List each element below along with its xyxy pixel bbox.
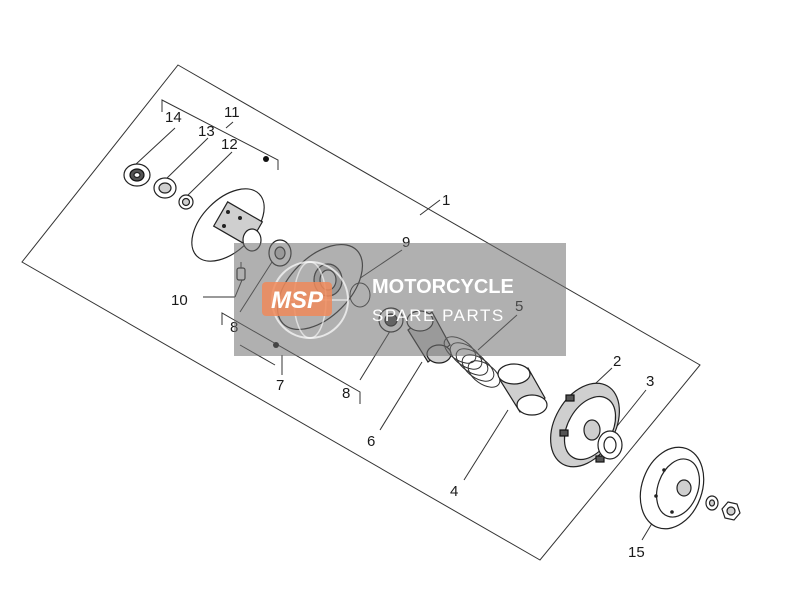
- watermark-line1: MOTORCYCLE: [372, 276, 514, 298]
- callout-10: 10: [171, 292, 188, 309]
- part-2-clutch: [550, 382, 620, 468]
- part-washer: [705, 495, 719, 511]
- callout-6: 6: [367, 433, 375, 450]
- part-12-bushing: [178, 194, 194, 210]
- callout-4: 4: [450, 483, 458, 500]
- callout-2: 2: [613, 353, 621, 370]
- part-13-bearing: [153, 177, 177, 199]
- marker-dot-upper: [263, 156, 269, 162]
- callout-12: 12: [221, 136, 238, 153]
- callout-9: 9: [402, 234, 410, 251]
- watermark-line2: SPARE PARTS: [372, 306, 505, 325]
- callout-1: 1: [442, 192, 450, 209]
- part-4-spring-cup: [497, 363, 548, 416]
- part-14-bearing: [123, 163, 151, 187]
- callout-3: 3: [646, 373, 654, 390]
- callout-13: 13: [198, 123, 215, 140]
- callout-11: 11: [224, 104, 240, 121]
- part-15-clutch-bell: [639, 446, 705, 530]
- watermark-logo: MSP: [271, 287, 324, 314]
- part-3-circlip: [597, 430, 623, 460]
- part-nut: [721, 501, 741, 521]
- callout-15: 15: [628, 544, 645, 561]
- group-bracket-11: [161, 99, 279, 170]
- callout-7: 7: [276, 377, 284, 394]
- watermark: MSP MOTORCYCLE SPARE PARTS: [234, 243, 566, 356]
- callout-14: 14: [165, 109, 182, 126]
- callout-8b: 8: [342, 385, 350, 402]
